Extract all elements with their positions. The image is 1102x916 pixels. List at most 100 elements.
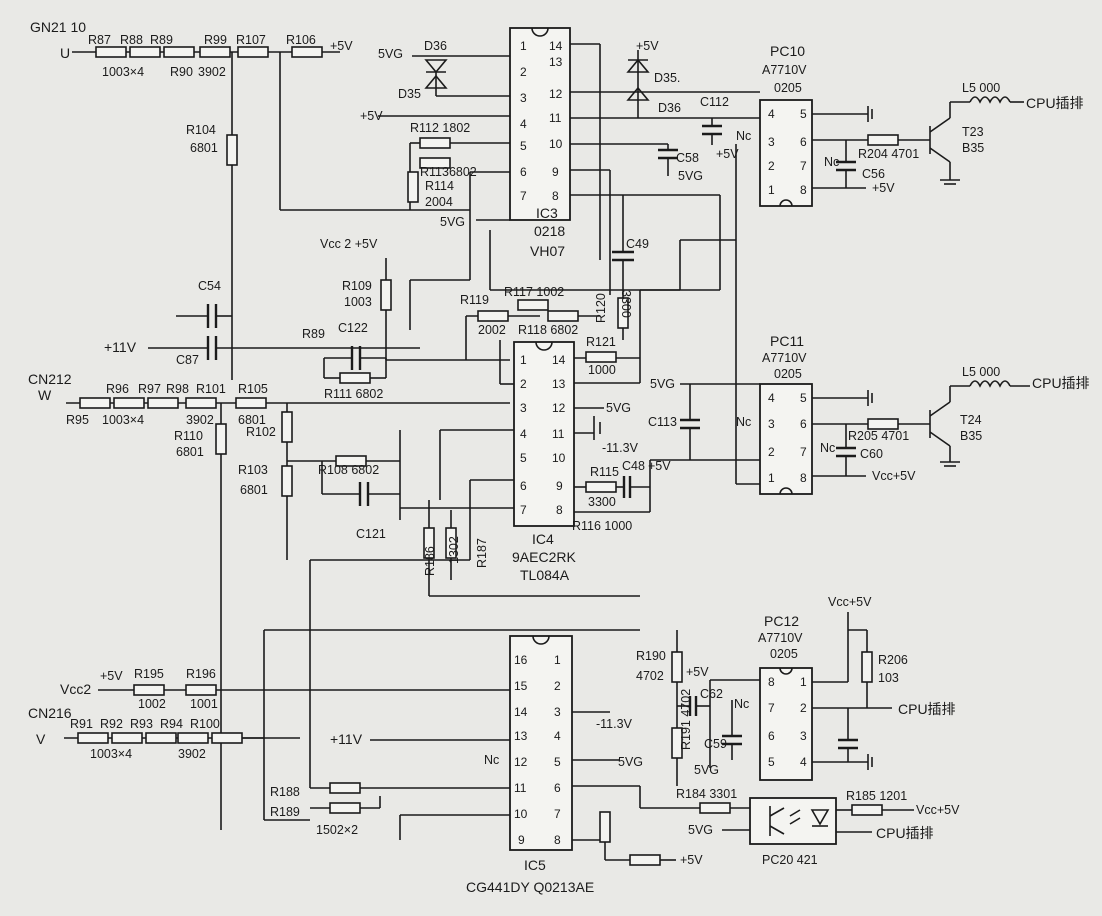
svg-text:4: 4 <box>768 107 775 121</box>
pc12-chip <box>759 667 813 781</box>
r102-resistor <box>281 411 293 443</box>
r117-label: R117 1002 <box>504 285 564 299</box>
pc10-nc-right: Nc <box>824 155 839 169</box>
svg-text:13: 13 <box>552 377 566 391</box>
r204-resistor <box>867 134 899 146</box>
c56-rail: +5V <box>872 181 895 195</box>
p11-rail-left: +11V <box>104 339 137 355</box>
ic5-pullup-rail: +5V <box>680 853 703 867</box>
d35-diode <box>424 74 510 97</box>
ic4-neg-rail: -11.3V <box>602 441 639 455</box>
pc12-vcc: Vcc+5V <box>828 595 872 609</box>
c48-label: C48 <box>622 459 645 473</box>
pc20-5vg: 5VG <box>688 823 713 837</box>
svg-text:4: 4 <box>520 427 527 441</box>
svg-text:10: 10 <box>549 137 563 151</box>
r104-value: 6801 <box>190 141 218 155</box>
r97-label: R97 <box>138 382 161 396</box>
pc10-part: A7710V <box>762 63 807 77</box>
r189-resistor <box>329 802 361 814</box>
pc10-code: 0205 <box>774 81 802 95</box>
svg-text:5: 5 <box>520 139 527 153</box>
svg-text:6: 6 <box>520 165 527 179</box>
r90-label: R90 <box>170 65 193 79</box>
r99-label: R99 <box>204 33 227 47</box>
r112-resistor <box>419 137 451 149</box>
l5-inductor-bottom <box>950 380 1030 388</box>
ic4-code: 9AEC2RK <box>512 549 576 565</box>
c122-label: C122 <box>338 321 368 335</box>
ic4-chip <box>513 341 575 527</box>
ic5-nc: Nc <box>484 753 499 767</box>
r88-label: R88 <box>120 33 143 47</box>
svg-text:1: 1 <box>800 675 807 689</box>
svg-text:4: 4 <box>800 755 807 769</box>
c59-capacitor <box>722 700 742 760</box>
cpu-header-3: CPU插排 <box>898 701 956 717</box>
svg-text:8: 8 <box>800 471 807 485</box>
ic4-5vg: 5VG <box>606 401 631 415</box>
r189-label: R189 <box>270 805 300 819</box>
r188-label: R188 <box>270 785 300 799</box>
c87-capacitor <box>148 336 420 360</box>
r102-label: R102 <box>246 425 276 439</box>
c56-capacitor <box>836 140 856 188</box>
r98-label: R98 <box>166 382 189 396</box>
svg-text:5: 5 <box>768 755 775 769</box>
svg-text:7: 7 <box>800 159 807 173</box>
svg-text:3: 3 <box>520 401 527 415</box>
svg-text:4: 4 <box>554 729 561 743</box>
r195-value: 1002 <box>138 697 166 711</box>
r190-label: R190 <box>636 649 666 663</box>
phase-u-label: U <box>60 45 70 61</box>
r114-resistor <box>407 171 419 203</box>
r108-label: R108 6802 <box>318 463 379 477</box>
c60-label: C60 <box>860 447 883 461</box>
r112-label: R112 1802 <box>410 121 470 135</box>
l5-bottom-label: L5 000 <box>962 365 1000 379</box>
l5-top-label: L5 000 <box>962 81 1000 95</box>
c49-capacitor <box>612 195 634 262</box>
c58-label: C58 <box>676 151 699 165</box>
svg-text:11: 11 <box>552 427 565 441</box>
r206-value: 103 <box>878 671 899 685</box>
r95-label: R95 <box>66 413 89 427</box>
r187-label: R187 <box>475 538 489 568</box>
pc12-label: PC12 <box>764 613 799 629</box>
r89b-label: R89 <box>302 327 325 341</box>
r109-value: 1003 <box>344 295 372 309</box>
pc20-optocoupler <box>749 797 837 845</box>
svg-text:3: 3 <box>800 729 807 743</box>
ic3-label: IC3 <box>536 205 558 221</box>
t24-transistor <box>898 386 960 467</box>
r110-resistor <box>215 423 227 455</box>
pc11-label: PC11 <box>770 333 804 349</box>
svg-text:12: 12 <box>514 755 528 769</box>
r93-label: R93 <box>130 717 153 731</box>
r114-value: 2004 <box>425 195 453 209</box>
ic3-code: 0218 <box>534 223 565 239</box>
svg-text:1: 1 <box>520 353 527 367</box>
u-r99-value: 3902 <box>198 65 226 79</box>
ic4-part: TL084A <box>520 567 570 583</box>
r196-label: R196 <box>186 667 216 681</box>
r115-label: R115 <box>590 465 619 479</box>
ic3-5vg: 5VG <box>440 215 465 229</box>
pc20-label: PC20 421 <box>762 853 818 867</box>
r119-label: R119 <box>460 293 489 307</box>
svg-text:7: 7 <box>554 807 561 821</box>
ic5-pin8-resistor <box>599 811 611 843</box>
ic3-rail: +5V <box>360 109 383 123</box>
r189-value: 1502×2 <box>316 823 358 837</box>
r114-label: R114 <box>425 179 454 193</box>
t24-label: T24 <box>960 413 982 427</box>
svg-text:6: 6 <box>800 135 807 149</box>
r196-value: 1001 <box>190 697 218 711</box>
svg-text:3: 3 <box>768 417 775 431</box>
l5-inductor-top <box>950 96 1024 104</box>
svg-text:2: 2 <box>520 65 527 79</box>
svg-text:13: 13 <box>549 55 563 69</box>
phase-v-label: V <box>36 731 46 747</box>
pc11-nc-left: Nc <box>736 415 751 429</box>
